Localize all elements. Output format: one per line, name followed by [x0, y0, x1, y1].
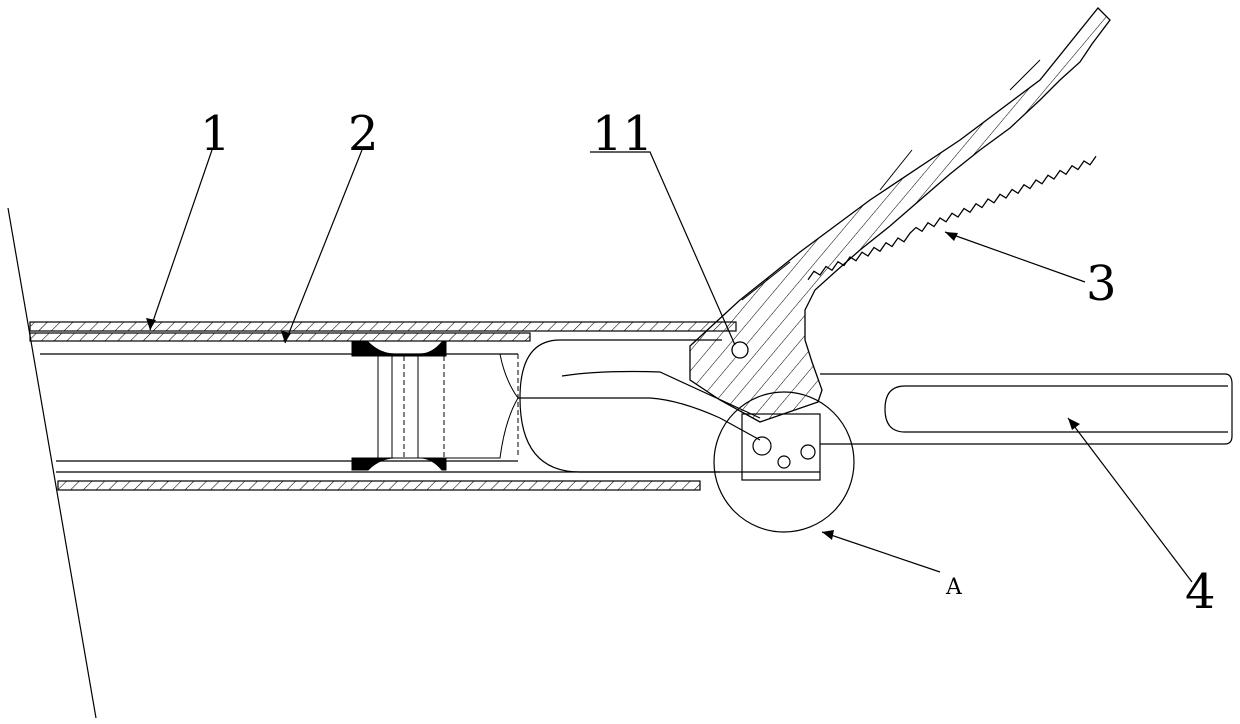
label-part-2: 2: [348, 106, 379, 162]
pivot-assembly: [742, 414, 820, 480]
leader-lines: [150, 150, 1192, 582]
label-part-4: 4: [1185, 564, 1216, 620]
piston-body: [378, 354, 518, 458]
piston-seal: [352, 342, 446, 470]
label-part-11: 11: [592, 106, 653, 162]
label-detail-a: A: [945, 575, 963, 600]
outer-tube: [30, 322, 736, 490]
left-boundary-line: [8, 208, 96, 718]
push-rod: [820, 374, 1232, 444]
jaw-arm: [690, 8, 1110, 422]
label-part-3: 3: [1086, 256, 1117, 312]
label-part-1: 1: [200, 106, 231, 162]
